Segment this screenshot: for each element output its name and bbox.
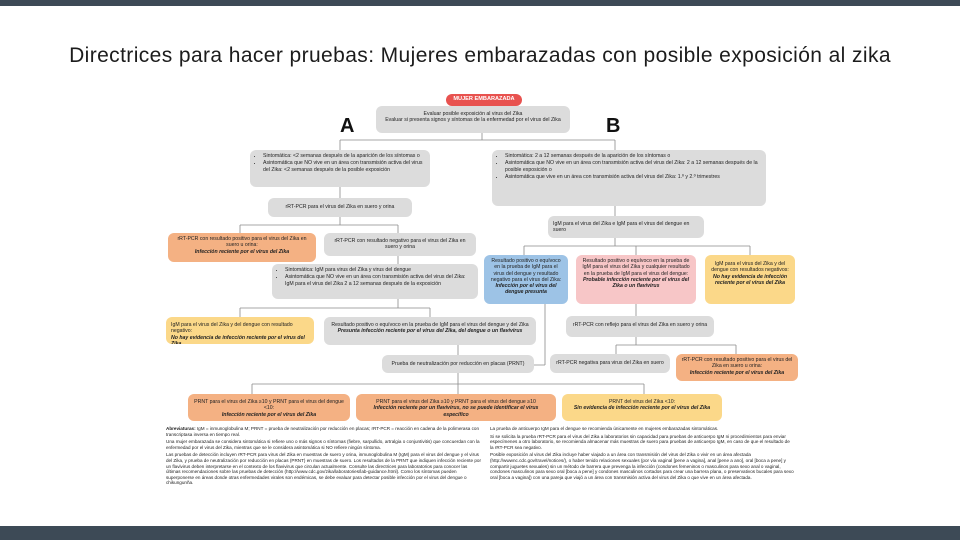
branch-b-label: B	[606, 115, 621, 137]
node-b-igm: IgM para el virus del Zika e IgM para el…	[548, 216, 704, 238]
node-b-igm-negative: IgM para el virus del Zika y del dengue …	[705, 255, 795, 304]
a-igm-negative-text: IgM para el virus del Zika y del dengue …	[171, 322, 293, 335]
prnt-result-3-text: PRNT del virus del Zika <10:	[608, 399, 676, 405]
evaluate-line-1: Evaluar posible exposición al virus del …	[423, 111, 523, 117]
a-positive-text: rRT-PCR con resultado positivo para el v…	[177, 236, 307, 249]
node-a-positive: rRT-PCR con resultado positivo para el v…	[168, 233, 316, 262]
a-symptoms-item-2: Asintomática que NO vive en un área con …	[263, 160, 425, 173]
node-b-symptoms: Sintomática: 2 a 12 semanas después de l…	[492, 150, 766, 206]
node-b-zika-probable: Resultado positivo o equívoco en la prue…	[576, 255, 696, 304]
a-igm-negative-result: No hay evidencia de infección reciente p…	[171, 334, 305, 344]
node-a-igm: Sintomática: IgM para virus del Zika y v…	[272, 264, 478, 299]
b-symptoms-item-3: Asintomática que vive en un área con tra…	[505, 174, 761, 180]
evaluate-line-2: Evaluar si presenta signos y síntomas de…	[385, 117, 561, 124]
abbreviations-label: Abreviaturas:	[166, 426, 196, 431]
a-positive-result: Infección reciente por el virus del Zika	[194, 248, 290, 255]
a-igm-positive-result: Presunta infección reciente por el virus…	[337, 328, 523, 335]
b-symptoms-item-1: Sintomática: 2 a 12 semanas después de l…	[505, 153, 761, 159]
page-title: Directrices para hacer pruebas: Mujeres …	[69, 44, 891, 67]
footnote-2: Las pruebas de detección incluyen rRT-PC…	[166, 452, 482, 486]
node-prnt-result-2: PRNT para el virus del Zika ≥10 y PRNT p…	[356, 394, 556, 421]
bottom-bar	[0, 526, 960, 540]
b-igm-negative-text: IgM para el virus del Zika y del dengue …	[711, 261, 789, 274]
node-prnt: Prueba de neutralización por reducción e…	[382, 355, 534, 373]
b-symptoms-item-2: Asintomática que NO vive en un área con …	[505, 160, 761, 173]
prnt-result-2-outcome: Infección reciente por un flavivirus, no…	[373, 405, 539, 418]
notes-left: Abreviaturas: IgM = inmunoglobulina M; P…	[166, 426, 482, 488]
b-zika-probable-text: Resultado positivo o equívoco en la prue…	[582, 258, 690, 277]
node-a-rrt: rRT-PCR para el virus del Zika en suero …	[268, 198, 412, 217]
prnt-result-1-outcome: Infección reciente por el virus del Zika	[221, 411, 317, 418]
abbreviations: Abreviaturas: IgM = inmunoglobulina M; P…	[166, 426, 482, 437]
footnote-3: La prueba de anticuerpo IgM para el deng…	[490, 426, 719, 431]
prnt-result-2-text: PRNT para el virus del Zika ≥10 y PRNT p…	[376, 399, 536, 405]
node-a-negative: rRT-PCR con resultado negativo para el v…	[324, 233, 476, 256]
node-a-igm-negative: IgM para el virus del Zika y del dengue …	[166, 317, 314, 344]
node-prnt-result-1: PRNT para el virus del Zika ≥10 y PRNT p…	[188, 394, 350, 421]
a-igm-item-2: Asintomática que NO vive en un área con …	[285, 274, 473, 287]
node-a-igm-positive: Resultado positivo o equívoco en la prue…	[324, 317, 536, 345]
footnote-5: Posible exposición al virus del Zika inc…	[490, 452, 794, 480]
b-igm-negative-result: No hay evidencia de infección reciente p…	[712, 273, 788, 286]
node-b-reflex: rRT-PCR con reflejo para el virus del Zi…	[566, 316, 714, 337]
b-zika-probable-result: Probable infección reciente por el virus…	[582, 276, 690, 290]
b-rrt-positive-result: Infección reciente por el virus del Zika	[689, 369, 785, 376]
b-dengue-text: Resultado positivo o equívoco en la prue…	[490, 258, 562, 283]
node-b-rrt-positive: rRT-PCR con resultado positivo para el v…	[676, 354, 798, 381]
node-a-symptoms: Sintomática: <2 semanas después de la ap…	[250, 150, 430, 187]
node-evaluate: Evaluar posible exposición al virus del …	[376, 106, 570, 133]
footnote-4: Si se solicita la prueba rRT-PCR para el…	[490, 433, 790, 450]
top-bar	[0, 0, 960, 6]
notes-right: La prueba de anticuerpo IgM para el deng…	[490, 426, 794, 482]
node-b-dengue: Resultado positivo o equívoco en la prue…	[484, 255, 568, 304]
b-dengue-result: Infección por el virus del dengue presun…	[495, 283, 557, 296]
node-root: MUJER EMBARAZADA	[446, 94, 522, 106]
node-b-rrt-negative: rRT-PCR negativa para virus del Zika en …	[550, 354, 670, 373]
b-rrt-positive-text: rRT-PCR con resultado positivo para el v…	[681, 357, 793, 370]
a-igm-item-1: Sintomática: IgM para virus del Zika y v…	[285, 267, 473, 273]
prnt-result-1-text: PRNT para el virus del Zika ≥10 y PRNT p…	[194, 399, 344, 412]
footnote-1: Una mujer embarazada se considera sintom…	[166, 439, 480, 450]
node-prnt-result-3: PRNT del virus del Zika <10: Sin evidenc…	[562, 394, 722, 421]
a-igm-positive-text: Resultado positivo o equívoco en la prue…	[331, 322, 529, 328]
abbreviations-text: IgM = inmunoglobulina M; PRNT = prueba d…	[166, 426, 480, 437]
branch-a-label: A	[340, 115, 355, 137]
a-symptoms-item-1: Sintomática: <2 semanas después de la ap…	[263, 153, 425, 159]
prnt-result-3-outcome: Sin evidencia de infección reciente por …	[573, 405, 711, 412]
